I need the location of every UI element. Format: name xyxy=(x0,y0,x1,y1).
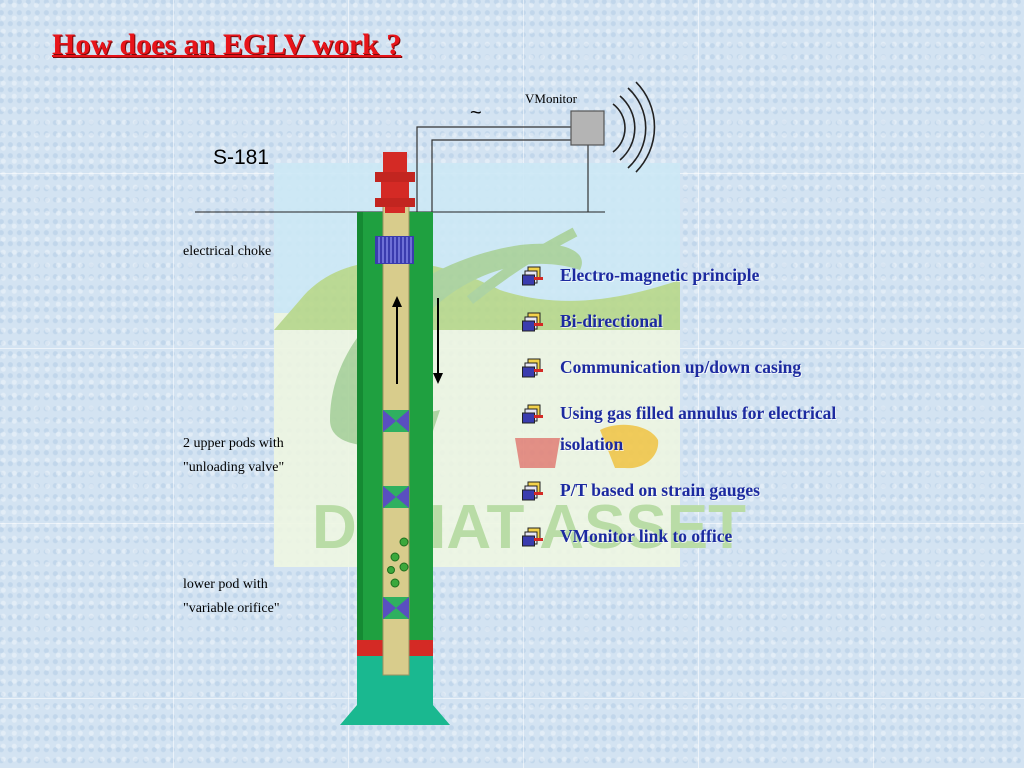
bullet-item: Electro-magnetic principle xyxy=(520,260,900,291)
stacked-pages-icon xyxy=(522,481,543,501)
lower-pod-label: lower pod with "variable orifice" xyxy=(183,573,280,621)
tubing xyxy=(382,199,410,676)
lower-pod xyxy=(383,597,409,619)
bullet-item: Communication up/down casing xyxy=(520,352,900,383)
wellhead xyxy=(375,152,415,213)
upper-pods-label-line2: "unloading valve" xyxy=(183,460,285,475)
stacked-pages-icon xyxy=(522,527,543,547)
upper-pod-1 xyxy=(383,410,409,432)
choke-label-text: electrical choke xyxy=(183,244,272,259)
radio-waves-icon xyxy=(612,81,656,173)
stacked-pages-icon xyxy=(522,266,543,286)
bullet-text: Using gas filled annulus for electrical … xyxy=(560,403,837,454)
lower-pod-label-line1: lower pod with xyxy=(183,577,268,592)
vmonitor-box xyxy=(570,110,605,146)
watermark-logo xyxy=(274,163,680,567)
bullet-item: Bi-directional xyxy=(520,306,900,337)
page-title: How does an EGLV work ? xyxy=(52,28,402,61)
bullet-item: Using gas filled annulus for electrical … xyxy=(520,398,900,460)
stacked-pages-icon xyxy=(522,358,543,378)
electrical-choke xyxy=(375,236,414,264)
upper-pods-label-line1: 2 upper pods with xyxy=(183,436,284,451)
choke-label: electrical choke xyxy=(183,240,271,264)
bullet-list: Electro-magnetic principle Bi-directiona… xyxy=(520,260,900,567)
bullet-item: VMonitor link to office xyxy=(520,521,900,552)
upper-pods-label: 2 upper pods with "unloading valve" xyxy=(183,432,284,480)
vmonitor-label: VMonitor xyxy=(525,91,577,106)
bullet-text: P/T based on strain gauges xyxy=(560,480,760,500)
gas-bubbles xyxy=(387,537,409,588)
stacked-pages-icon xyxy=(522,312,543,332)
bullet-text: Communication up/down casing xyxy=(560,357,802,377)
bullet-text: VMonitor link to office xyxy=(560,526,733,546)
up-arrow-icon xyxy=(392,296,402,384)
bullet-text: Electro-magnetic principle xyxy=(560,265,760,285)
bullet-text: Bi-directional xyxy=(560,311,663,331)
down-arrow-icon xyxy=(433,298,443,384)
signal-symbol: ~ xyxy=(470,102,482,124)
well-label: S-181 xyxy=(213,146,270,169)
cable-lines xyxy=(416,126,589,212)
upper-pod-2 xyxy=(383,486,409,508)
stacked-pages-icon xyxy=(522,404,543,424)
lower-pod-label-line2: "variable orifice" xyxy=(183,601,280,616)
bullet-item: P/T based on strain gauges xyxy=(520,475,900,506)
